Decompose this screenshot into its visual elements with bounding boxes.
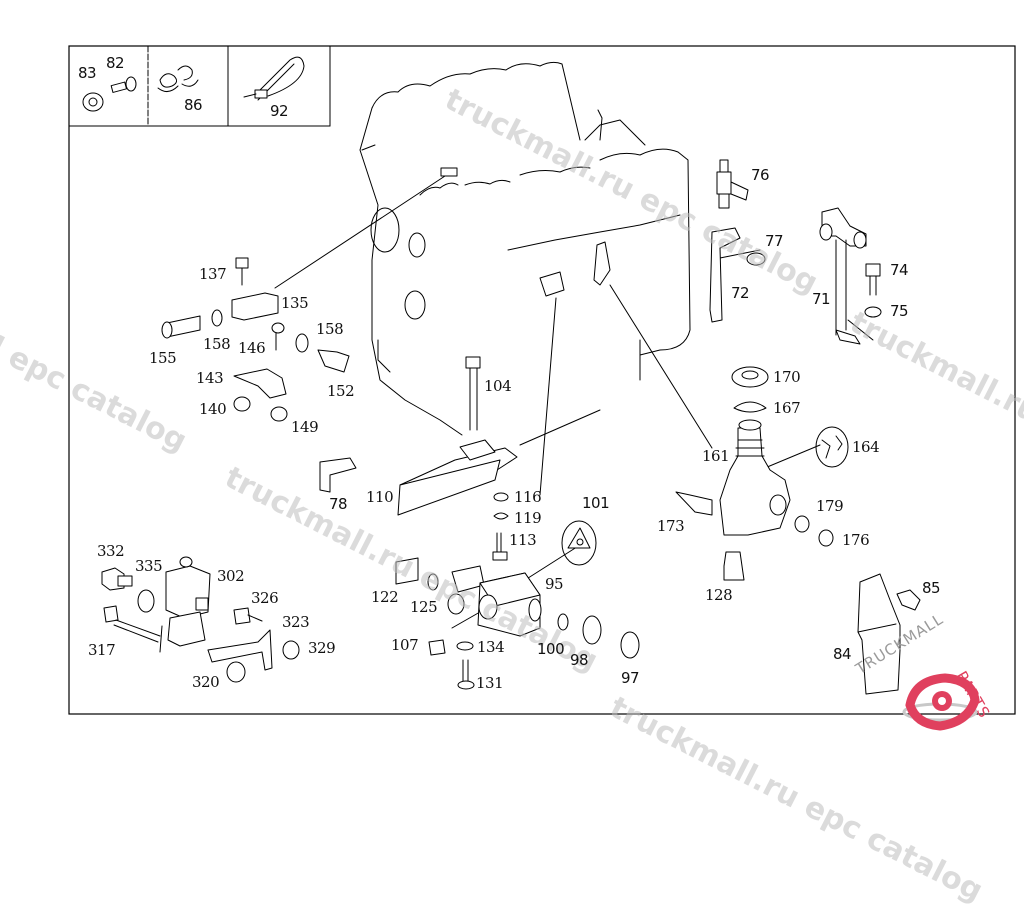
callout-101[interactable]: 101 (582, 494, 610, 512)
callout-76[interactable]: 76 (751, 166, 770, 184)
callout-100[interactable]: 100 (537, 640, 565, 658)
callout-77[interactable]: 77 (765, 232, 784, 250)
callout-179[interactable]: 179 (816, 497, 844, 515)
callout-110[interactable]: 110 (366, 488, 394, 506)
callout-125[interactable]: 125 (410, 598, 438, 616)
callout-84[interactable]: 84 (833, 645, 852, 663)
callout-167[interactable]: 167 (773, 399, 801, 417)
callout-170[interactable]: 170 (773, 368, 801, 386)
callout-119[interactable]: 119 (514, 509, 542, 527)
callout-128[interactable]: 128 (705, 586, 733, 604)
callout-140[interactable]: 140 (199, 400, 227, 418)
callout-75[interactable]: 75 (890, 302, 909, 320)
callout-155[interactable]: 155 (149, 349, 177, 367)
callout-137[interactable]: 137 (199, 265, 227, 283)
mount-group (319, 356, 518, 516)
callout-122[interactable]: 122 (371, 588, 399, 606)
callout-116[interactable]: 116 (514, 488, 542, 506)
callout-135[interactable]: 135 (281, 294, 309, 312)
relief-valve-group (675, 366, 849, 581)
callout-92[interactable]: 92 (270, 102, 289, 120)
leader-lines (207, 175, 874, 659)
callout-320[interactable]: 320 (192, 673, 220, 691)
cable-tie-92 (243, 56, 305, 101)
callout-71[interactable]: 71 (812, 290, 831, 308)
callout-164[interactable]: 164 (852, 438, 880, 456)
callout-149[interactable]: 149 (291, 418, 319, 436)
callout-335[interactable]: 335 (135, 557, 163, 575)
callout-158-left[interactable]: 158 (203, 335, 231, 353)
callout-78[interactable]: 78 (329, 495, 348, 513)
callout-332[interactable]: 332 (97, 542, 125, 560)
parts-diagram (68, 45, 1016, 731)
callout-317[interactable]: 317 (88, 641, 116, 659)
fitting-part (539, 271, 565, 297)
callout-131[interactable]: 131 (476, 674, 504, 692)
callout-326[interactable]: 326 (251, 589, 279, 607)
callout-74[interactable]: 74 (890, 261, 909, 279)
callout-95[interactable]: 95 (545, 575, 564, 593)
callout-302[interactable]: 302 (217, 567, 245, 585)
callout-85[interactable]: 85 (922, 579, 941, 597)
bolt-82 (110, 76, 137, 93)
callout-176[interactable]: 176 (842, 531, 870, 549)
diagram-frame (68, 45, 1016, 715)
callout-323[interactable]: 323 (282, 613, 310, 631)
bracket-84-group (857, 573, 921, 695)
callout-173[interactable]: 173 (657, 517, 685, 535)
solenoid-valve-group (395, 492, 640, 690)
right-bracket-group (709, 159, 882, 345)
callout-134[interactable]: 134 (477, 638, 505, 656)
callout-152[interactable]: 152 (327, 382, 355, 400)
left-bracket-group (161, 257, 350, 422)
truckmall-logo-gear (902, 673, 980, 731)
connector-part (593, 241, 611, 286)
callout-83[interactable]: 83 (78, 64, 97, 82)
clip-86 (157, 65, 199, 92)
callout-161[interactable]: 161 (702, 447, 730, 465)
callout-82[interactable]: 82 (106, 54, 125, 72)
inset-panel (68, 45, 331, 127)
sensor-block-part (440, 167, 458, 177)
callout-97[interactable]: 97 (621, 669, 640, 687)
solenoid-302-group (101, 556, 300, 683)
callout-86[interactable]: 86 (184, 96, 203, 114)
callout-143[interactable]: 143 (196, 369, 224, 387)
engine-block (359, 61, 691, 436)
callout-98[interactable]: 98 (570, 651, 589, 669)
callout-107[interactable]: 107 (391, 636, 419, 654)
callout-104[interactable]: 104 (484, 377, 512, 395)
callout-113[interactable]: 113 (509, 531, 537, 549)
callout-158-right[interactable]: 158 (316, 320, 344, 338)
callout-146[interactable]: 146 (238, 339, 266, 357)
callout-329[interactable]: 329 (308, 639, 336, 657)
nut-83 (82, 92, 104, 112)
callout-72[interactable]: 72 (731, 284, 750, 302)
